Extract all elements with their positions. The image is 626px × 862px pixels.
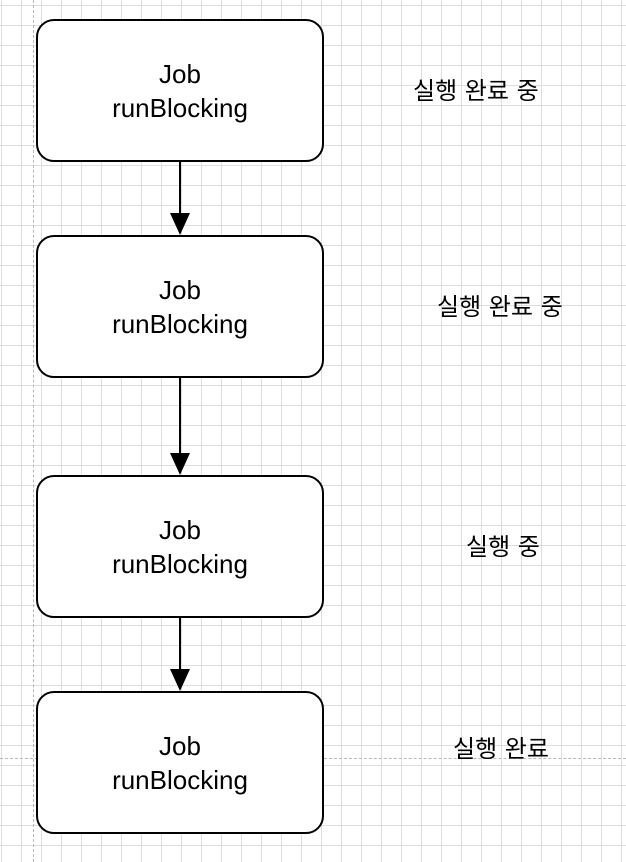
job-node-1-subtitle: runBlocking bbox=[112, 92, 248, 123]
job-node-1-title: Job bbox=[159, 58, 201, 89]
job-node-4-title: Job bbox=[159, 730, 201, 761]
status-label-4: 실행 완료 bbox=[453, 735, 549, 763]
job-node-1[interactable]: Job runBlocking bbox=[36, 19, 324, 162]
status-label-3: 실행 중 bbox=[466, 533, 540, 561]
job-node-3-subtitle: runBlocking bbox=[112, 548, 248, 579]
status-label-2: 실행 완료 중 bbox=[437, 293, 563, 321]
arrow-1-to-2 bbox=[170, 162, 190, 235]
job-node-2-title: Job bbox=[159, 274, 201, 305]
job-node-3[interactable]: Job runBlocking bbox=[36, 475, 324, 618]
job-node-4-subtitle: runBlocking bbox=[112, 764, 248, 795]
job-node-2[interactable]: Job runBlocking bbox=[36, 235, 324, 378]
job-node-4[interactable]: Job runBlocking bbox=[36, 691, 324, 834]
vertical-guide-line bbox=[33, 0, 34, 862]
arrow-2-to-3 bbox=[170, 378, 190, 475]
arrow-3-to-4 bbox=[170, 618, 190, 691]
status-label-1: 실행 완료 중 bbox=[413, 77, 539, 105]
job-node-2-subtitle: runBlocking bbox=[112, 308, 248, 339]
job-node-3-title: Job bbox=[159, 514, 201, 545]
